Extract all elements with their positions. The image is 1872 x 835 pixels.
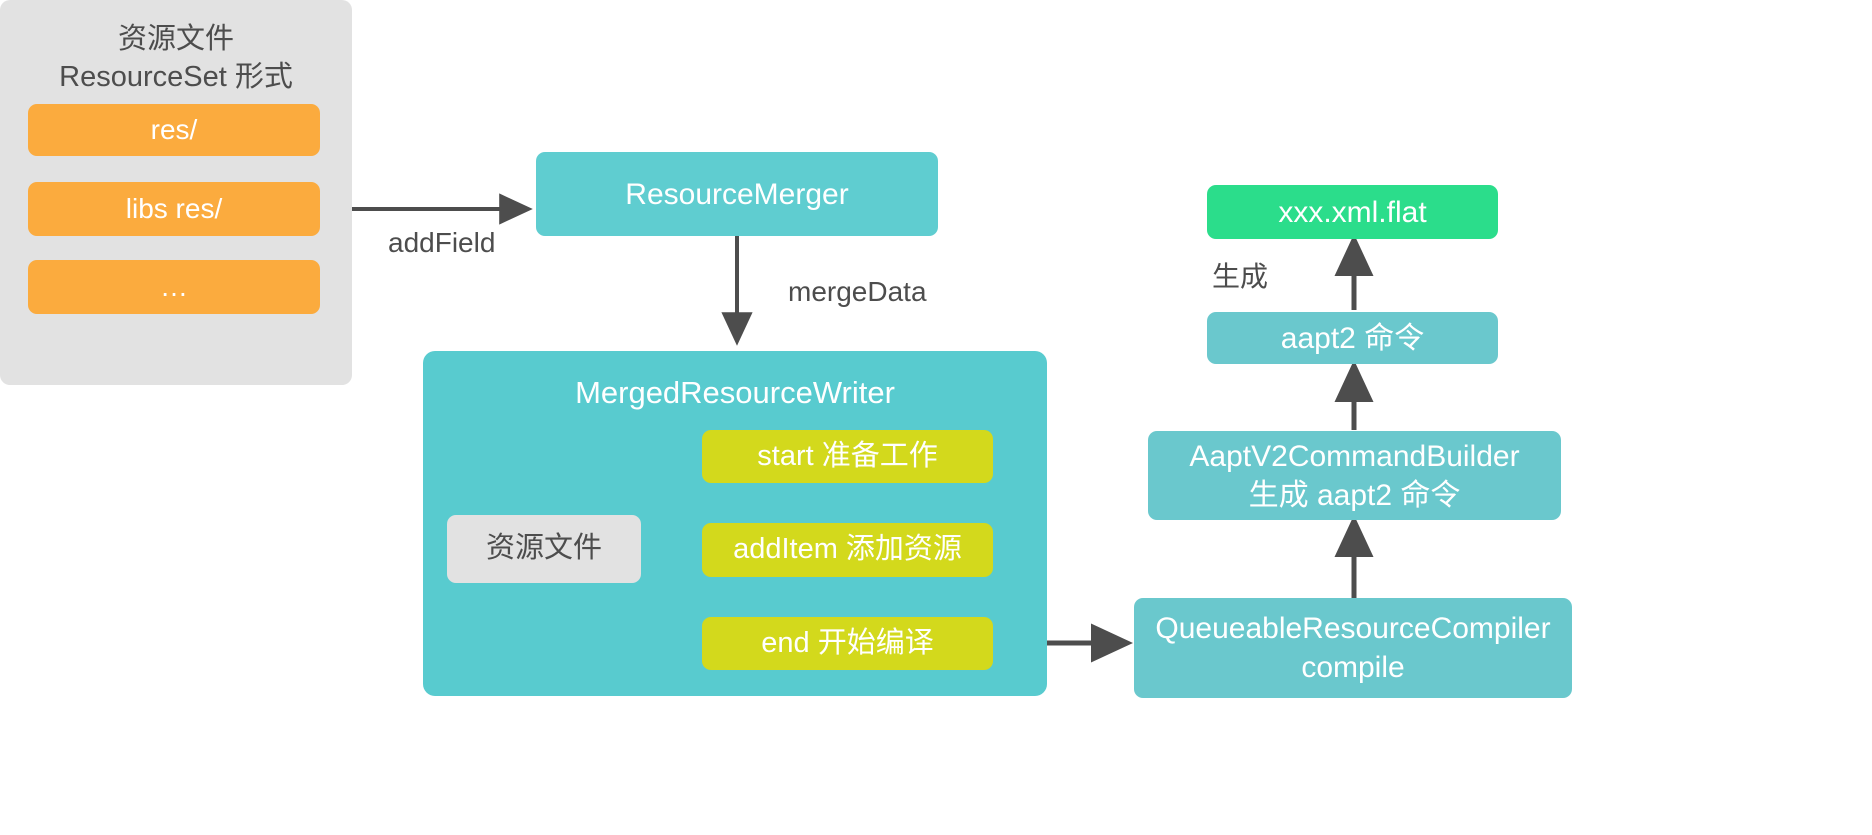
resource-chip-res-label: res/: [150, 113, 198, 145]
merged-writer-input-resource-file[interactable]: 资源文件: [447, 515, 641, 583]
merged-writer-input-resource-file-label: 资源文件: [485, 532, 602, 565]
aapt2-command-node[interactable]: aapt2 命令: [1207, 312, 1498, 364]
resource-chip-ellipsis-label: …: [160, 270, 188, 302]
queueable-resource-compiler-node[interactable]: QueueableResourceCompiler compile: [1134, 598, 1572, 698]
aapt-v2-command-builder-node[interactable]: AaptV2CommandBuilder 生成 aapt2 命令: [1148, 431, 1561, 520]
edge-label-merge-data: mergeData: [788, 276, 927, 307]
merged-writer-step-end-label: end 开始编译: [761, 626, 934, 659]
merged-writer-step-additem[interactable]: addItem 添加资源: [702, 523, 993, 577]
output-flat-file-label: xxx.xml.flat: [1278, 195, 1427, 229]
resource-chip-libs-res-label: libs res/: [125, 192, 223, 224]
resource-chip-ellipsis[interactable]: …: [28, 260, 320, 314]
resource-merger-node[interactable]: ResourceMerger: [536, 152, 938, 236]
queueable-resource-compiler-label: QueueableResourceCompiler compile: [1155, 612, 1551, 684]
resource-merger-label: ResourceMerger: [625, 177, 849, 211]
merged-writer-step-additem-label: addItem 添加资源: [733, 533, 962, 566]
output-flat-file-node[interactable]: xxx.xml.flat: [1207, 185, 1498, 239]
edge-label-generate: 生成: [1212, 261, 1269, 292]
aapt-v2-command-builder-label: AaptV2CommandBuilder 生成 aapt2 命令: [1189, 439, 1520, 512]
resource-chip-res[interactable]: res/: [28, 104, 320, 156]
merged-writer-step-start[interactable]: start 准备工作: [702, 430, 993, 483]
merged-resource-writer-title: MergedResourceWriter: [575, 375, 895, 410]
aapt2-command-label: aapt2 命令: [1280, 321, 1425, 355]
merged-writer-step-end[interactable]: end 开始编译: [702, 617, 993, 670]
merged-writer-step-start-label: start 准备工作: [757, 439, 938, 472]
resource-chip-libs-res[interactable]: libs res/: [28, 182, 320, 236]
resource-set-group-title: 资源文件 ResourceSet 形式: [59, 23, 293, 94]
edge-label-add-field: addField: [388, 227, 496, 258]
